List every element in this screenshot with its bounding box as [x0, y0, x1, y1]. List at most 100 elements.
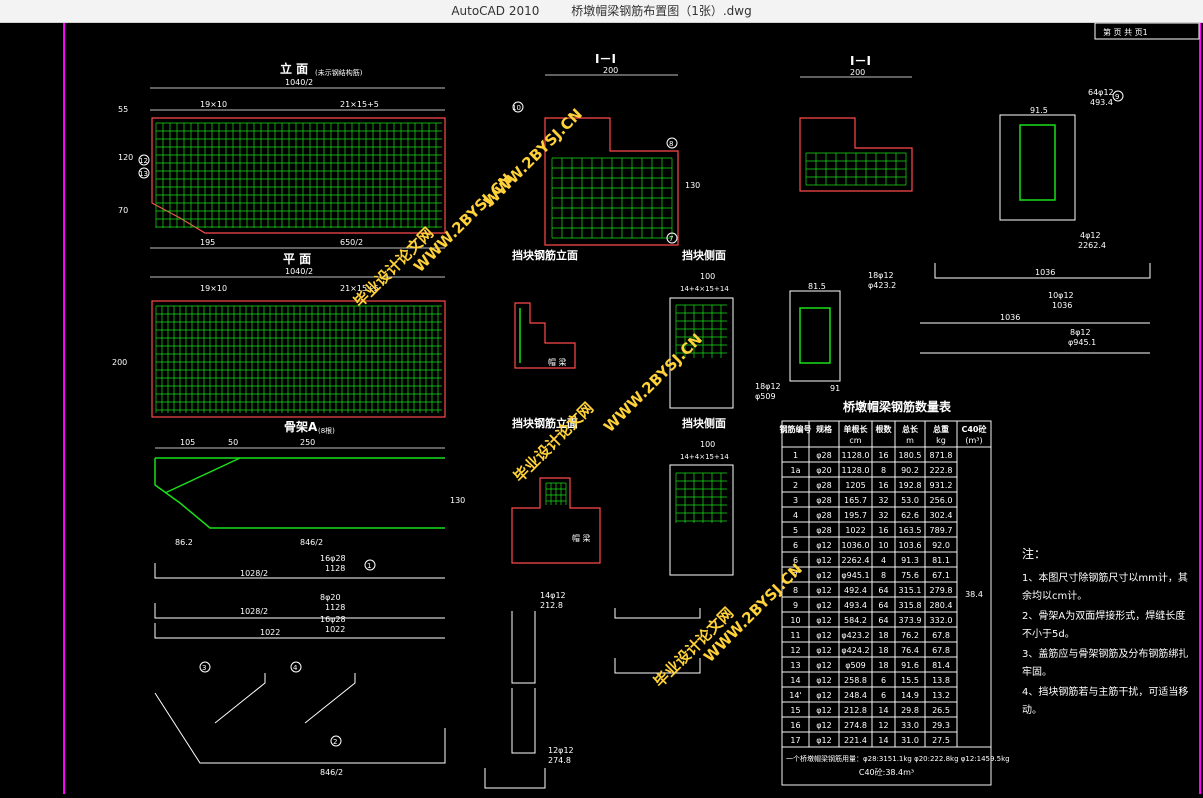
table-row-14-col-1: φ12 [816, 661, 831, 670]
block-elev-2-cap: 帽 梁 [572, 533, 591, 543]
table-row-1-col-1: φ20 [816, 466, 831, 475]
table-row-17-col-5: 26.5 [932, 706, 950, 715]
rack-a-view[interactable]: 骨架A (8根) 105 50 250 130 86.2 846/2 [154, 419, 465, 547]
table-row-17-col-4: 29.8 [901, 706, 919, 715]
table-row-13-col-2: φ424.2 [841, 646, 869, 655]
stirrup-detail-9[interactable]: 91.5 64φ12 493.4 9 [999, 88, 1124, 221]
watermark-brand-2: 毕业设计论文网 [510, 399, 597, 486]
rack-dim-846: 846/2 [300, 538, 323, 547]
bar-1a-dim: 1028/2 [240, 607, 268, 616]
document-title: 桥墩帽梁钢筋布置图（1张）.dwg [571, 4, 752, 18]
block-side-2[interactable]: 挡块侧面 100 14+4×15+14 [669, 416, 734, 576]
block-elev-2-rebar [545, 482, 567, 505]
table-row-0-col-5: 871.8 [930, 451, 953, 460]
block-side-2-title: 挡块侧面 [682, 416, 726, 430]
table-row-12-col-3: 18 [878, 631, 888, 640]
table-row-9-col-5: 279.8 [930, 586, 953, 595]
table-unit-2: cm [849, 436, 861, 445]
table-row-16-col-3: 6 [881, 691, 886, 700]
stirrup-12-dim-bottom: 91 [830, 384, 840, 393]
section-1-view[interactable]: I－I 200 130 10 8 7 [512, 52, 700, 246]
stirrup-9-length: 493.4 [1090, 98, 1113, 107]
stirrup-detail-12[interactable]: 81.5 91 18φ12 φ423.2 18φ12 φ509 [755, 271, 896, 401]
drawing-canvas[interactable]: 第 页 共 页1 立 面 (未示钢结构筋) 1040/2 19×10 21×15… [0, 22, 1203, 794]
plan-view[interactable]: 平 面 1040/2 19×10 21×15+5 200 [112, 252, 446, 418]
elevation-dim-55: 55 [118, 105, 128, 114]
app-name: AutoCAD 2010 [451, 4, 540, 18]
block-side-1[interactable]: 挡块侧面 100 14+4×15+14 [669, 248, 734, 409]
table-row-8-col-4: 75.6 [901, 571, 919, 580]
bar-15-label: 12φ12 [548, 746, 574, 755]
table-row-4-col-2: 195.7 [844, 511, 867, 520]
rack-subtitle: (8根) [318, 426, 335, 435]
table-row-6-col-4: 103.6 [899, 541, 922, 550]
table-row-11-col-3: 64 [878, 616, 888, 625]
table-row-19-col-2: 221.4 [844, 736, 867, 745]
table-row-5-col-3: 16 [878, 526, 888, 535]
table-row-6-col-2: 1036.0 [842, 541, 870, 550]
bar-shapes-left[interactable]: 1028/2 16φ28 1128 1 1028/2 8φ20 1128 102… [154, 554, 446, 777]
rack-bottom-bar [154, 458, 445, 529]
bar-shapes-right[interactable]: 1036 4φ12 2262.4 1036 10φ12 1036 8φ12 φ9… [920, 231, 1151, 354]
bar-16-length: 2262.4 [1078, 241, 1106, 250]
block-elevation-2[interactable]: 挡块钢筋立面 帽 梁 [511, 416, 601, 564]
note-2a: 2、骨架A为双面焊接形式，焊缝长度 [1022, 609, 1185, 622]
cad-drawing[interactable]: 第 页 共 页1 立 面 (未示钢结构筋) 1040/2 19×10 21×15… [0, 22, 1203, 794]
table-row-16-col-0: 14' [789, 691, 801, 700]
bar-3-mark-circle [199, 661, 211, 673]
table-row-5-col-4: 163.5 [899, 526, 922, 535]
elevation-subtitle: (未示钢结构筋) [315, 68, 363, 77]
note-4a: 4、挡块钢筋若与主筋干扰，可适当移 [1022, 685, 1188, 698]
table-row-3-col-2: 165.7 [844, 496, 867, 505]
table-row-7-col-1: φ12 [816, 556, 831, 565]
bar-13-length: 212.8 [540, 601, 563, 610]
bar-1-label: 16φ28 [320, 554, 346, 563]
section-2-view[interactable]: I－I 200 [799, 54, 913, 192]
elevation-view[interactable]: 立 面 (未示钢结构筋) 1040/2 19×10 21×15+5 55 120… [118, 61, 446, 249]
elevation-dim-70: 70 [118, 206, 128, 215]
elevation-dim-195: 195 [200, 238, 215, 247]
table-row-19-col-1: φ12 [816, 736, 831, 745]
note-1b: 余均以cm计。 [1022, 589, 1087, 602]
table-row-19-col-0: 17 [790, 736, 800, 745]
table-row-2-col-4: 192.8 [899, 481, 922, 490]
stirrup-9-dim: 91.5 [1030, 106, 1048, 115]
bar-1a-shape [154, 603, 445, 619]
section-1-mark-10-circle [512, 101, 524, 113]
table-row-9-col-3: 64 [878, 586, 888, 595]
page-label-box [1094, 22, 1200, 40]
table-row-5-col-1: φ28 [816, 526, 831, 535]
table-row-5-col-0: 5 [793, 526, 798, 535]
elevation-mark-13-circle [138, 167, 150, 179]
table-row-9-col-0: 8 [793, 586, 798, 595]
table-row-12-col-4: 76.2 [901, 631, 919, 640]
table-row-16-col-5: 13.2 [932, 691, 950, 700]
table-row-16-col-4: 14.9 [901, 691, 919, 700]
bar-shapes-middle[interactable]: 14φ12 212.8 12φ12 274.8 [484, 591, 701, 789]
stirrup-12-label: 18φ12 [868, 271, 894, 280]
table-row-13-col-1: φ12 [816, 646, 831, 655]
stirrup-12-length: φ423.2 [868, 281, 896, 290]
rack-dim-105: 105 [180, 438, 195, 447]
table-row-11-col-0: 10 [790, 616, 800, 625]
section-2-rebar [805, 152, 907, 186]
table-row-1-col-5: 222.8 [930, 466, 953, 475]
block-side-1-outline [669, 297, 734, 409]
note-4b: 动。 [1022, 704, 1042, 716]
bar-5-label: 16φ28 [320, 615, 346, 624]
section-1-rebar [551, 157, 673, 239]
bar-13-shape [511, 611, 536, 684]
section-1-mark-10: 10 [512, 104, 521, 112]
elevation-dim-650: 650/2 [340, 238, 363, 247]
table-row-15-col-2: 258.8 [844, 676, 867, 685]
table-row-2-col-0: 2 [793, 481, 798, 490]
section-1-mark-7: 7 [669, 235, 673, 243]
section-1-outline [544, 117, 679, 246]
note-3b: 牢固。 [1022, 665, 1052, 678]
bar-5-shape [154, 623, 445, 639]
block-elevation-1[interactable]: 挡块钢筋立面 帽 梁 [512, 248, 578, 369]
table-row-7-col-0: 6 [793, 556, 798, 565]
rack-title: 骨架A [284, 419, 318, 434]
section-2-outline [799, 117, 913, 192]
